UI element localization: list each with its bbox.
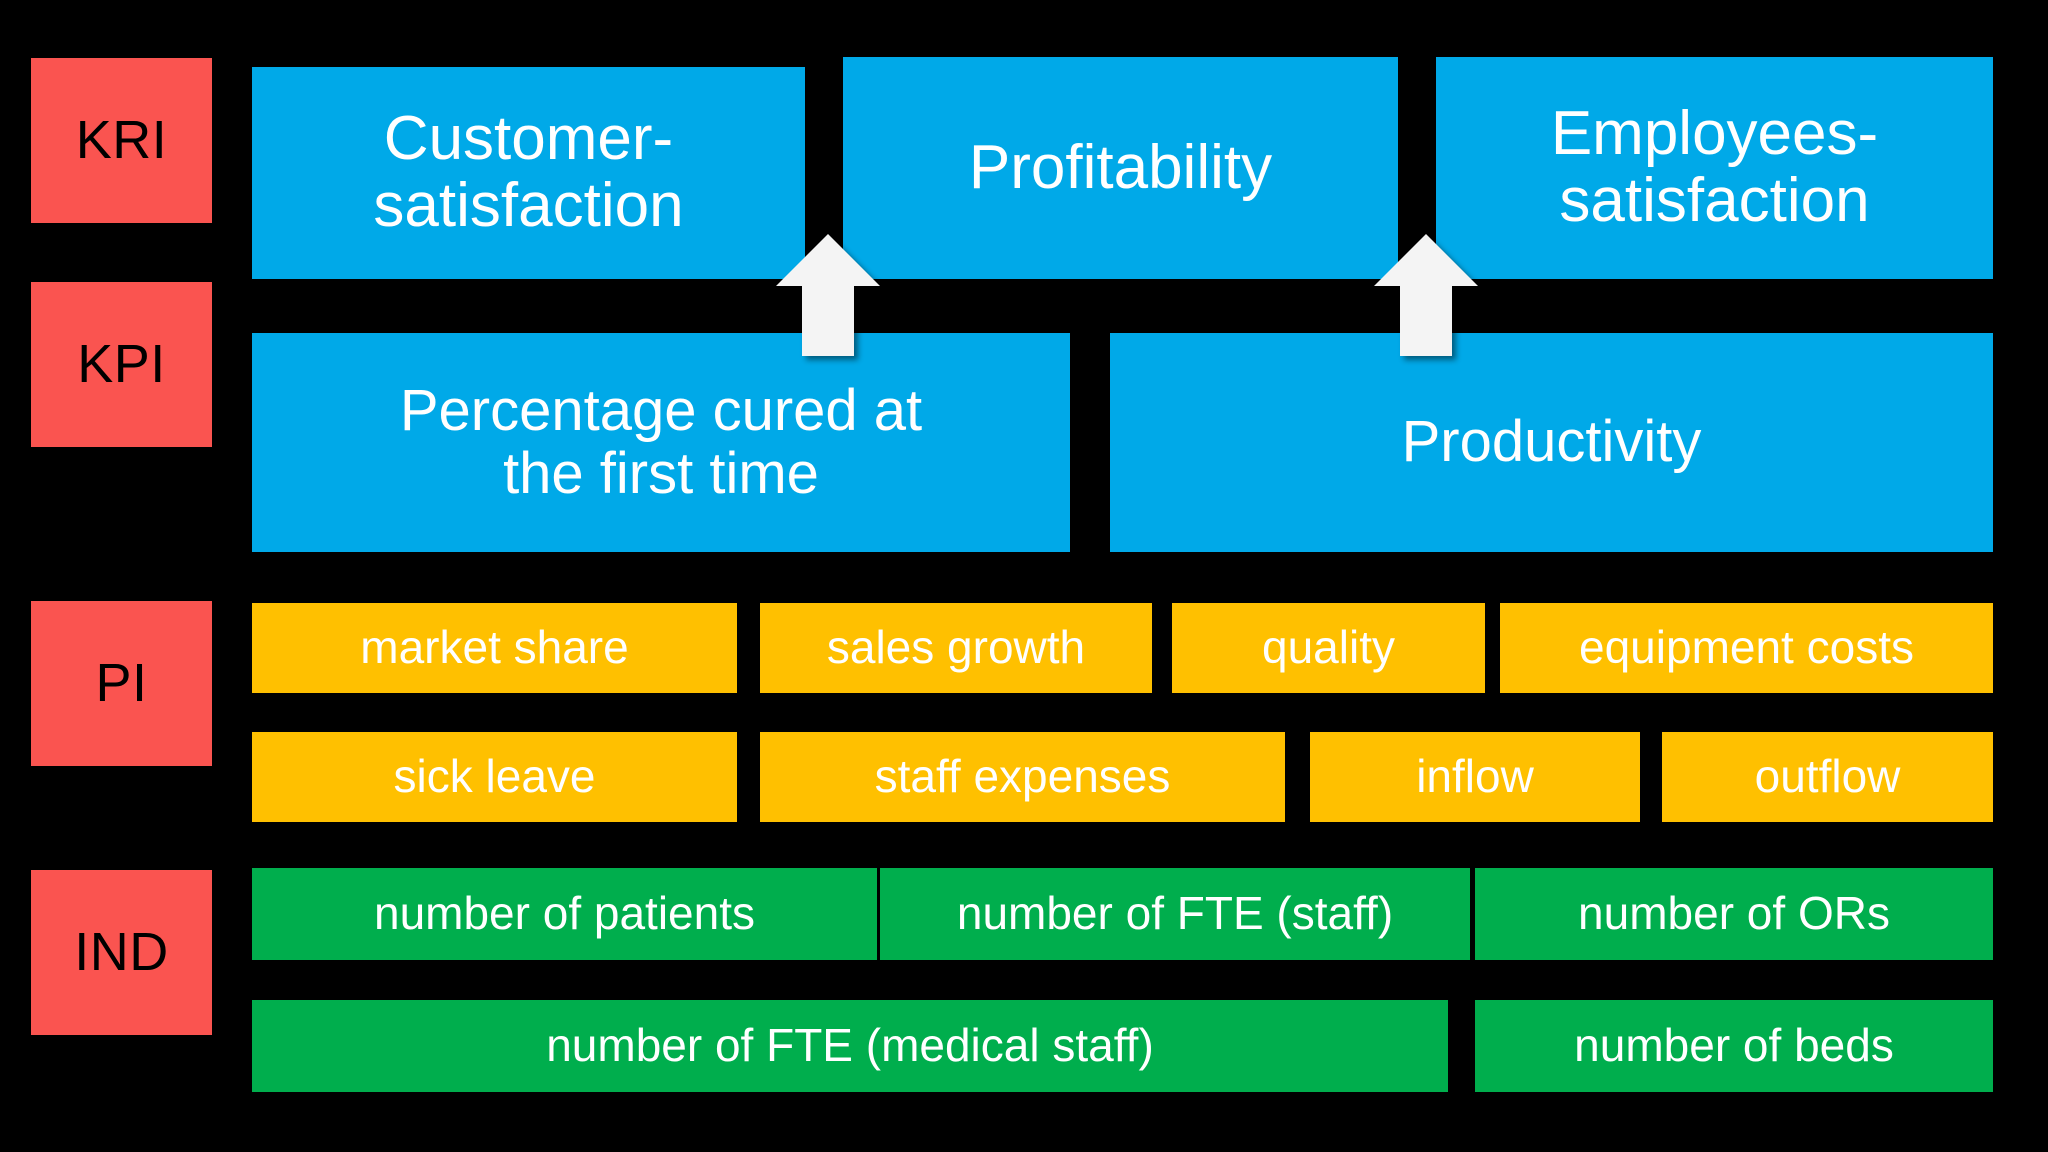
ind-box-number-of-ors[interactable]: number of ORs [1475,868,1993,960]
kri-box-employees-satisfaction[interactable]: Employees- satisfaction [1436,57,1993,279]
kpi-box-productivity[interactable]: Productivity [1110,333,1993,552]
pi-box-inflow[interactable]: inflow [1310,732,1640,822]
pi-box-staff-expenses[interactable]: staff expenses [760,732,1285,822]
kri-box-profitability[interactable]: Profitability [843,57,1398,279]
pi-box-market-share[interactable]: market share [252,603,737,693]
ind-box-number-of-fte-medical-staff[interactable]: number of FTE (medical staff) [252,1000,1448,1092]
kri-box-customer-satisfaction[interactable]: Customer- satisfaction [252,67,805,279]
category-label-kpi: KPI [31,282,212,447]
arrow-productivity-to-employees-satisfaction-icon [1374,234,1478,356]
pi-box-sales-growth[interactable]: sales growth [760,603,1152,693]
pi-box-quality[interactable]: quality [1172,603,1485,693]
pi-box-outflow[interactable]: outflow [1662,732,1993,822]
category-label-pi: PI [31,601,212,766]
kpi-box-percentage-cured-first-time[interactable]: Percentage cured at the first time [252,333,1070,552]
ind-box-number-of-patients[interactable]: number of patients [252,868,877,960]
pi-box-sick-leave[interactable]: sick leave [252,732,737,822]
category-label-kri: KRI [31,58,212,223]
category-label-ind: IND [31,870,212,1035]
ind-box-number-of-beds[interactable]: number of beds [1475,1000,1993,1092]
ind-box-number-of-fte-staff[interactable]: number of FTE (staff) [880,868,1470,960]
arrow-kpi-to-customer-satisfaction-icon [776,234,880,356]
pi-box-equipment-costs[interactable]: equipment costs [1500,603,1993,693]
